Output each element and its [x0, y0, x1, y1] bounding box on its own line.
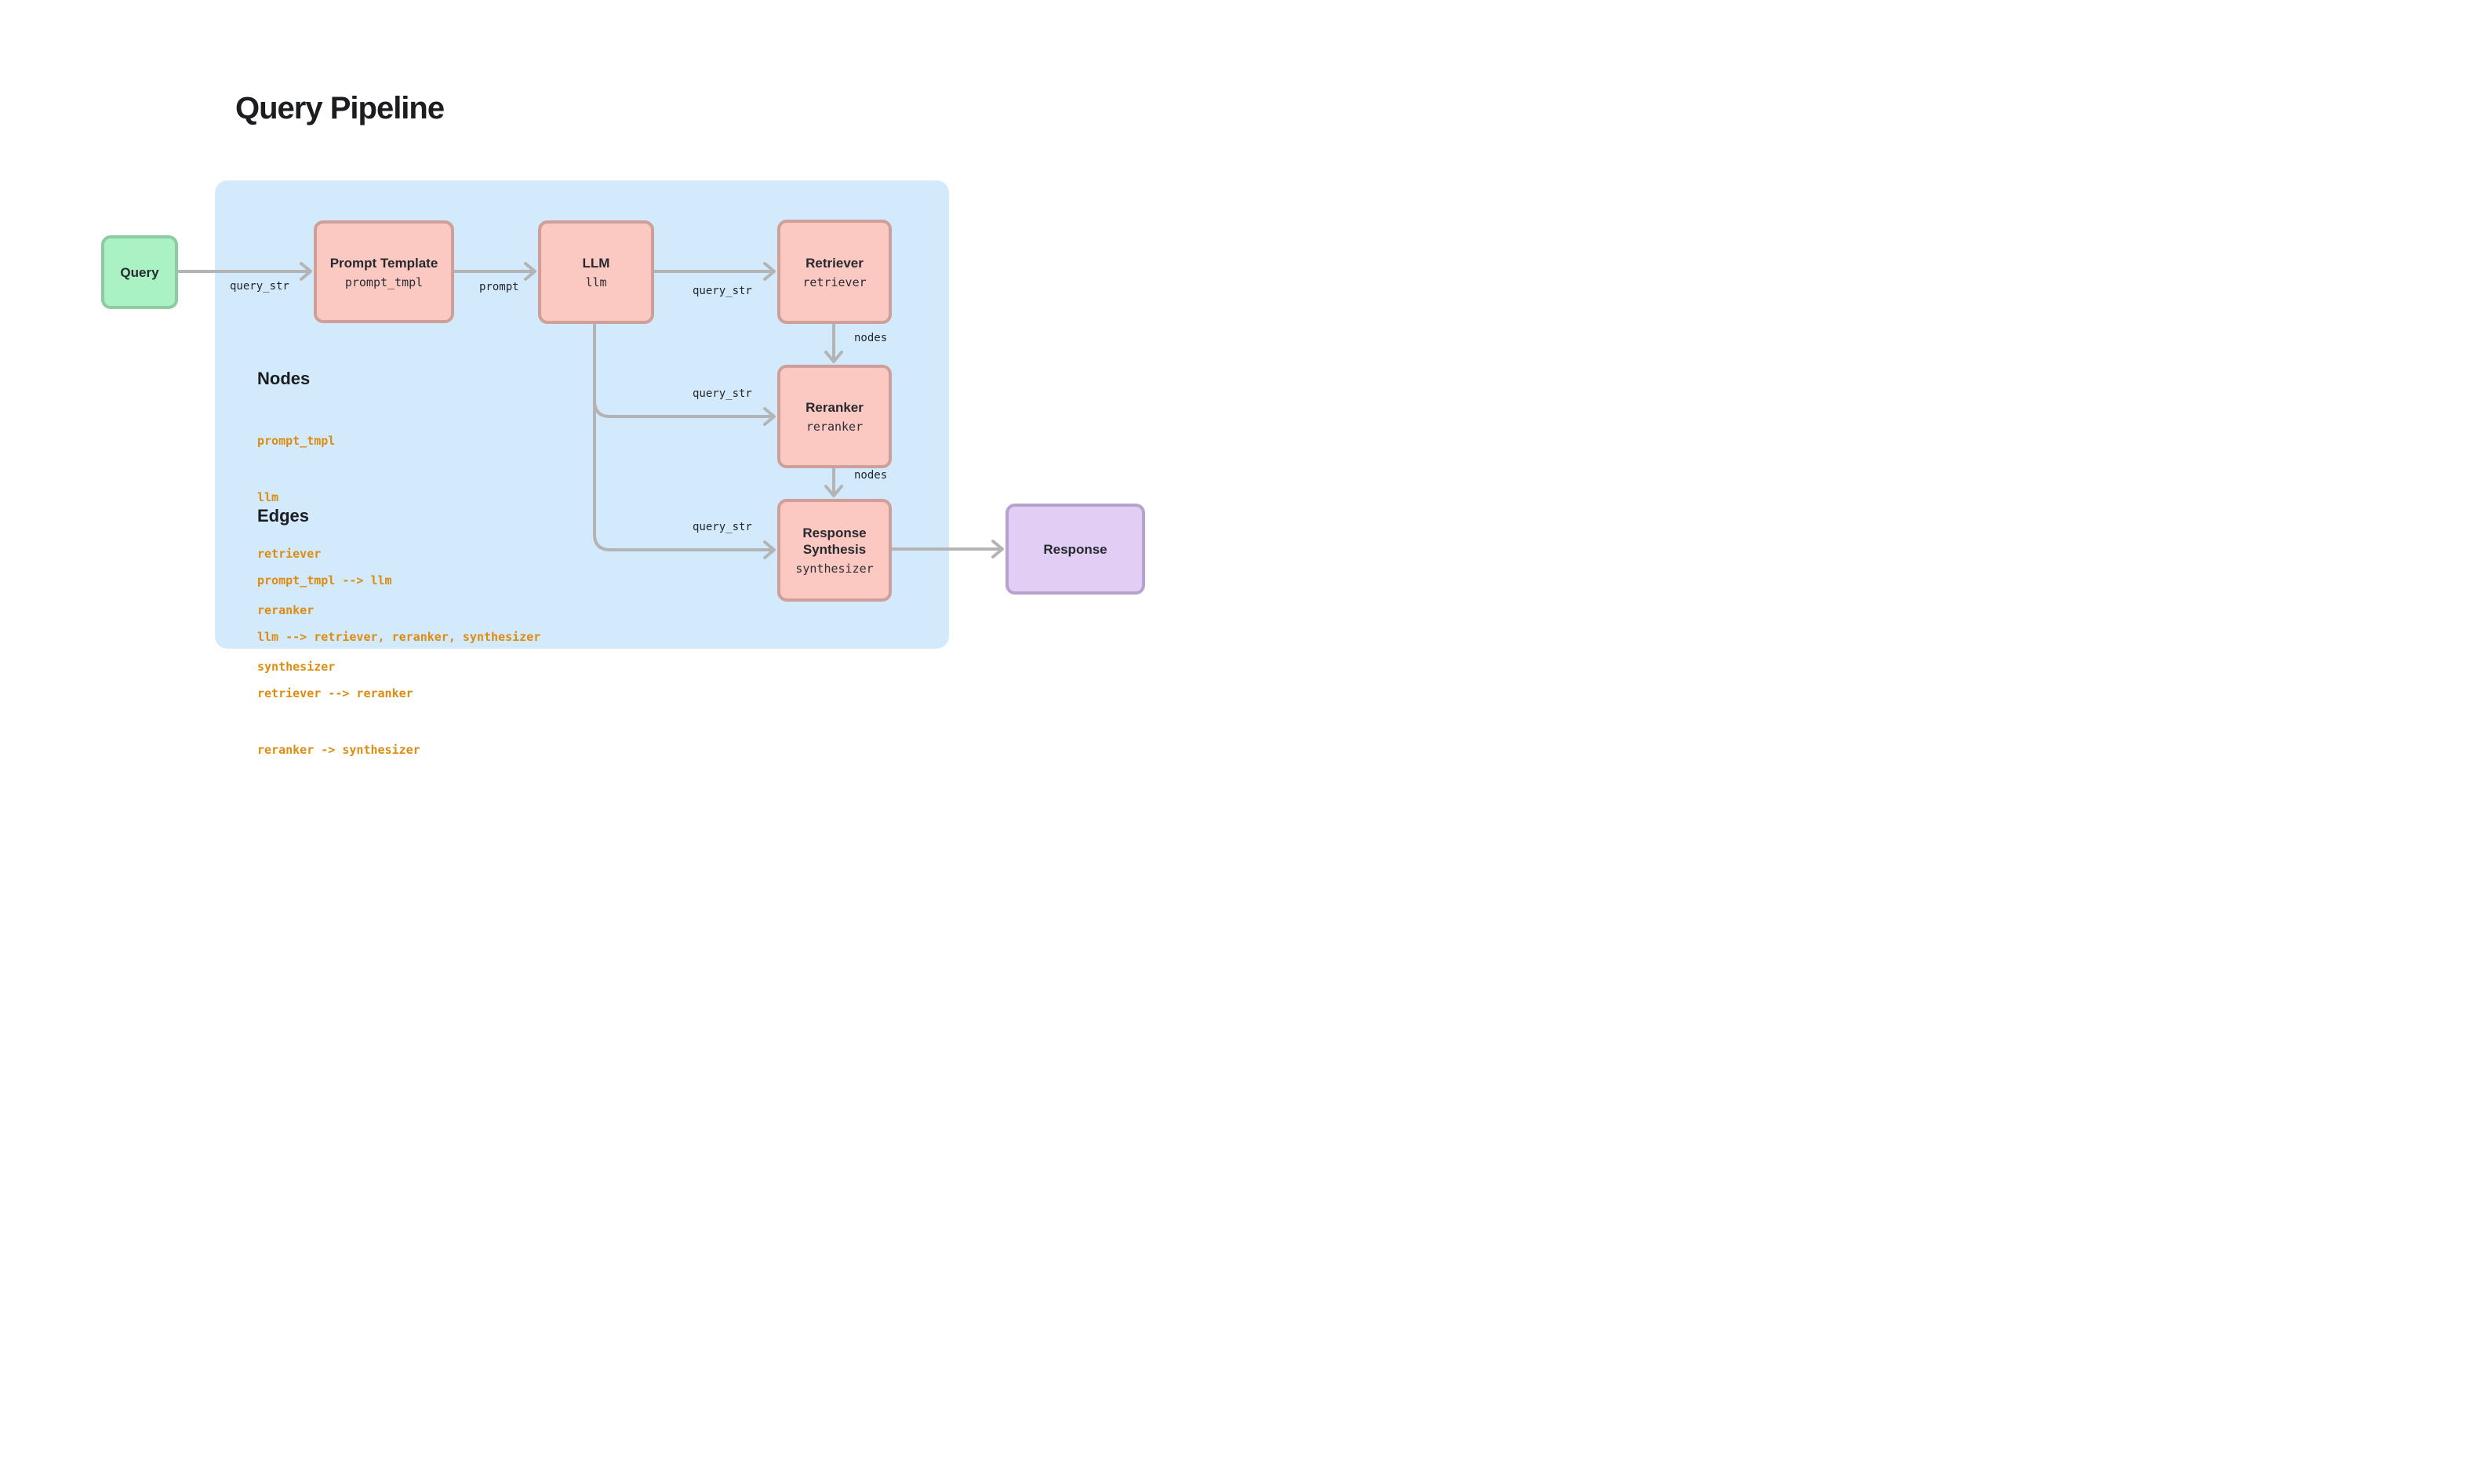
legend-node-item: reranker [257, 603, 315, 617]
node-response: Response [1005, 504, 1145, 595]
edge-llm-to-reranker [593, 399, 776, 426]
legend-edge-item: reranker -> synthesizer [257, 743, 420, 757]
node-prompt-template-title: Prompt Template [329, 255, 438, 271]
edge-llm-to-synthesizer [593, 322, 776, 559]
node-response-synthesis-id: synthesizer [795, 562, 874, 576]
legend-node-item: synthesizer [257, 660, 336, 674]
node-retriever-id: retriever [802, 275, 867, 289]
edge-label-prompt: prompt [479, 281, 519, 293]
node-llm-title: LLM [582, 256, 610, 271]
page-title: Query Pipeline [235, 91, 445, 125]
legend-nodes-list: prompt_tmpl llm retriever reranker synth… [257, 394, 335, 695]
edge-label-query-str-3: query_str [693, 387, 752, 400]
node-llm: LLM llm [538, 220, 654, 324]
legend-node-item: retriever [257, 547, 322, 561]
edge-label-query-str-1: query_str [230, 280, 289, 293]
legend-edge-item: llm --> retriever, reranker, synthesizer [257, 630, 541, 644]
legend-nodes-heading: Nodes [257, 369, 311, 388]
legend-node-item: prompt_tmpl [257, 434, 336, 448]
node-llm-id: llm [585, 275, 607, 289]
node-reranker: Reranker reranker [777, 365, 892, 468]
edge-label-query-str-4: query_str [693, 521, 752, 533]
node-response-synthesis-title: Response Synthesis [802, 526, 867, 557]
legend-edges-list: prompt_tmpl --> llm llm --> retriever, r… [257, 533, 540, 778]
node-retriever-title: Retriever [805, 255, 864, 271]
node-response-label: Response [1043, 541, 1107, 557]
edge-label-nodes-2: nodes [854, 469, 888, 482]
legend-node-item: llm [257, 490, 279, 504]
node-response-synthesis: Response Synthesis synthesizer [777, 499, 892, 602]
node-reranker-id: reranker [805, 420, 864, 434]
edge-label-query-str-2: query_str [693, 285, 752, 297]
node-prompt-template-id: prompt_tmpl [344, 275, 424, 289]
legend-edge-item: prompt_tmpl --> llm [257, 573, 392, 587]
legend-edge-item: retriever --> reranker [257, 686, 413, 700]
edge-arrows [176, 262, 1004, 559]
node-retriever: Retriever retriever [777, 220, 892, 324]
legend-edges-heading: Edges [257, 506, 310, 526]
edge-label-nodes-1: nodes [854, 332, 888, 344]
node-query-label: Query [120, 264, 159, 280]
node-reranker-title: Reranker [805, 400, 864, 415]
node-query: Query [101, 235, 178, 309]
node-prompt-template: Prompt Template prompt_tmpl [314, 220, 454, 323]
